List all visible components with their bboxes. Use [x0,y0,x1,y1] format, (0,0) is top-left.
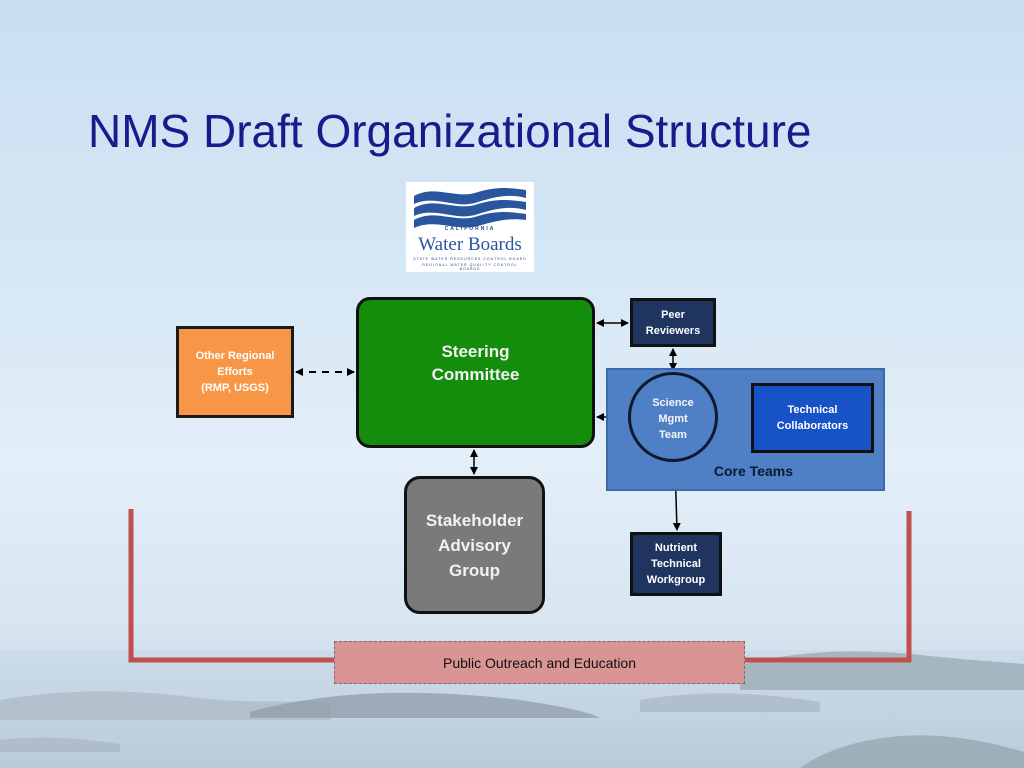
science-line-2: Mgmt [658,413,688,425]
wave-icon [414,188,526,228]
other-line-2: Efforts [217,366,253,378]
peer-line-2: Reviewers [645,324,701,337]
technical-collaborators-box: Technical Collaborators [751,383,874,453]
peer-reviewers-box: Peer Reviewers [630,298,716,347]
logo-subline-1: STATE WATER RESOURCES CONTROL BOARD [413,257,527,261]
public-outreach-label: Public Outreach and Education [442,654,636,671]
stakeholder-line-3: Group [449,560,500,580]
slide-title: NMS Draft Organizational Structure [88,105,812,157]
other-line-3: (RMP, USGS) [201,382,269,394]
logo-wordmark: Water Boards [418,234,522,255]
outreach-bracket [128,509,912,663]
nutrient-line-3: Workgroup [646,574,706,586]
other-regional-efforts-box: Other Regional Efforts (RMP, USGS) [176,326,294,418]
science-mgmt-team-circle: Science Mgmt Team [628,372,718,462]
water-boards-logo: CALIFORNIA Water Boards STATE WATER RESO… [406,182,534,272]
nutrient-technical-workgroup-box: Nutrient Technical Workgroup [630,532,722,596]
logo-state-label: CALIFORNIA [444,226,496,232]
science-line-1: Science [652,397,694,409]
science-line-3: Team [659,429,687,441]
stakeholder-advisory-group-box: Stakeholder Advisory Group [404,476,545,614]
logo-subline-2: REGIONAL WATER QUALITY CONTROL BOARDS [422,263,518,271]
core-teams-label: Core Teams [713,463,793,479]
steering-line-1: Steering [441,342,510,361]
other-line-1: Other Regional [195,350,275,362]
collab-line-2: Collaborators [776,420,849,432]
steering-committee-box: Steering Committee [356,297,595,448]
stakeholder-line-2: Advisory [438,535,511,555]
peer-line-1: Peer [661,308,685,321]
nutrient-line-2: Technical [651,558,701,570]
collab-line-1: Technical [787,404,838,416]
stakeholder-line-1: Stakeholder [425,510,524,530]
steering-line-2: Committee [431,365,520,384]
nutrient-line-1: Nutrient [654,542,698,554]
public-outreach-box: Public Outreach and Education [334,641,745,684]
